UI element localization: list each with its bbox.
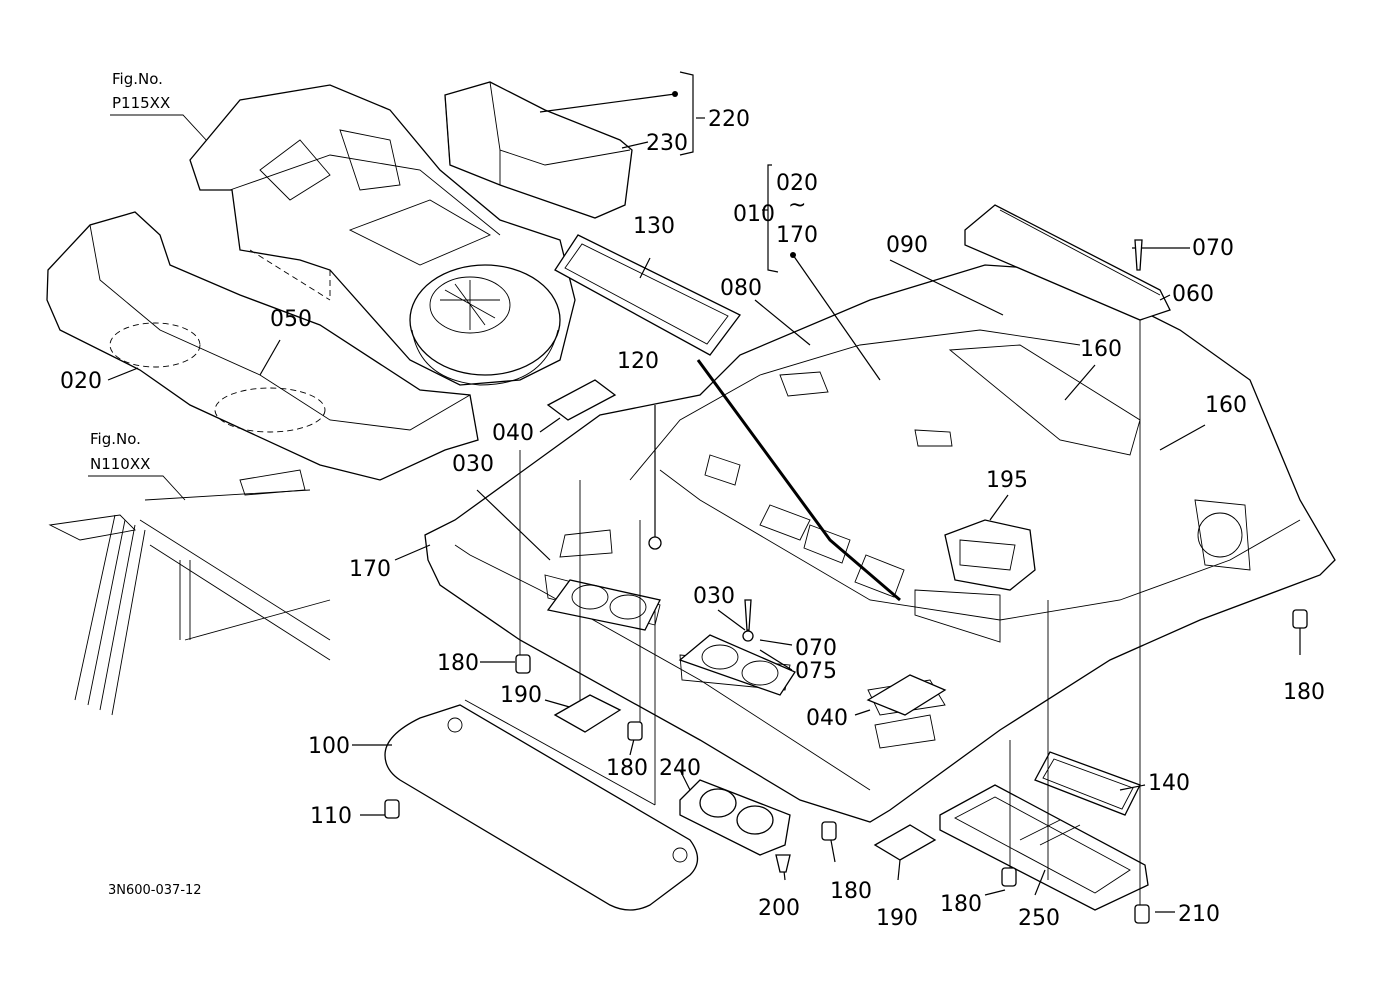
screw-110: [384, 799, 400, 819]
callout-130: 130: [633, 214, 675, 239]
callout-100: 100: [308, 734, 350, 759]
fig-ref-title: Fig.No.: [90, 430, 141, 448]
clip-120: [648, 536, 662, 550]
fig-ref-code: P115XX: [112, 94, 170, 112]
duct-230: [444, 81, 633, 219]
cab-frame: [48, 469, 331, 716]
screw-070: [744, 599, 752, 631]
callout-040: 040: [492, 421, 534, 446]
seal-040: [866, 674, 947, 716]
label-020-range: 020: [776, 171, 818, 196]
callout-030: 030: [693, 584, 735, 609]
callout-250: 250: [1018, 906, 1060, 931]
callout-190: 190: [876, 906, 918, 931]
callout-110: 110: [310, 804, 352, 829]
callout-075: 075: [795, 659, 837, 684]
callout-195: 195: [986, 468, 1028, 493]
fasteners: [384, 239, 1308, 924]
figure-ref-n110: Fig.No. N110XX: [88, 430, 186, 501]
callout-230: 230: [646, 131, 688, 156]
callout-040: 040: [806, 706, 848, 731]
figure-ref-p115: Fig.No. P115XX: [110, 70, 209, 143]
screw-070: [1134, 239, 1143, 271]
clip-180: [515, 654, 531, 674]
callout-190: 190: [500, 683, 542, 708]
air-conditioner-unit: [189, 84, 576, 386]
callout-220: 220: [708, 107, 750, 132]
holder-190: [873, 824, 937, 861]
fig-ref-code: N110XX: [90, 455, 150, 473]
callout-180: 180: [437, 651, 479, 676]
callout-200: 200: [758, 896, 800, 921]
bracket-010: 010 020 ~ 170: [733, 171, 818, 248]
range-tilde: ~: [788, 193, 806, 218]
callout-070: 070: [795, 636, 837, 661]
drawing-code: 3N600-037-12: [108, 883, 202, 898]
screw-200: [775, 854, 791, 873]
washer-075: [742, 630, 754, 642]
label-010: 010: [733, 202, 775, 227]
plate-030: [546, 579, 796, 696]
callout-090: 090: [886, 233, 928, 258]
callout-180: 180: [1283, 680, 1325, 705]
callout-160: 160: [1080, 337, 1122, 362]
callout-140: 140: [1148, 771, 1190, 796]
holder-190: [553, 694, 622, 733]
sun-visor-100: [384, 704, 699, 911]
seal-140: [1034, 751, 1141, 816]
clip-180: [627, 721, 643, 741]
callout-030: 030: [452, 452, 494, 477]
screw-210: [1134, 904, 1150, 924]
callout-070: 070: [1192, 236, 1234, 261]
callout-180: 180: [940, 892, 982, 917]
leader-lines: [107, 71, 1301, 913]
clip-180: [1001, 867, 1017, 887]
seal-040: [546, 379, 617, 421]
callout-080: 080: [720, 276, 762, 301]
callout-180: 180: [606, 756, 648, 781]
clip-180: [821, 821, 837, 841]
callout-160: 160: [1205, 393, 1247, 418]
callout-120: 120: [617, 349, 659, 374]
rail-060: [964, 204, 1171, 321]
callout-050: 050: [270, 307, 312, 332]
callout-020: 020: [60, 369, 102, 394]
fig-ref-title: Fig.No.: [112, 70, 163, 88]
callout-180: 180: [830, 879, 872, 904]
callout-060: 060: [1172, 282, 1214, 307]
headliner: [424, 264, 1336, 823]
label-170-range: 170: [776, 223, 818, 248]
callout-210: 210: [1178, 902, 1220, 927]
callout-170: 170: [349, 557, 391, 582]
callout-labels: 220 230 130 090 080 070 060 160 160 050 …: [60, 107, 1325, 931]
callout-240: 240: [659, 756, 701, 781]
clip-180: [1292, 609, 1308, 629]
seal-130: [554, 234, 741, 356]
room-lamp-240: [679, 779, 791, 856]
